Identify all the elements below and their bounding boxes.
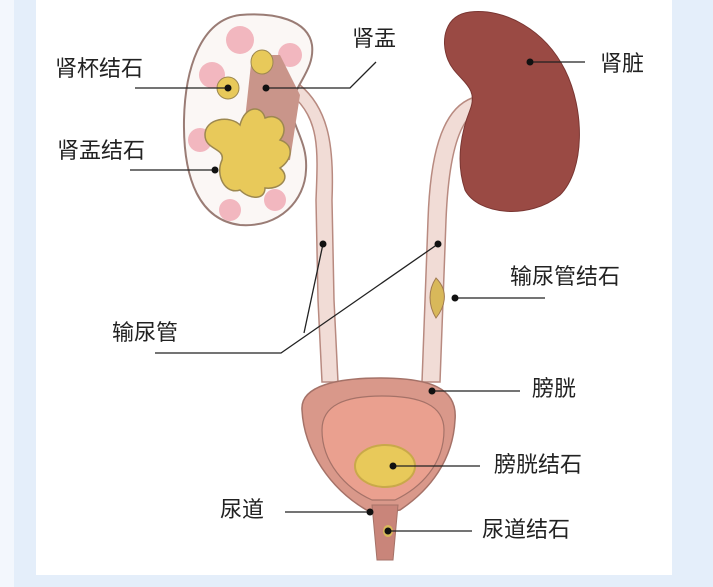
- label-ureter-stone: 输尿管结石: [510, 265, 621, 290]
- calyx-stone-upper: [250, 49, 274, 75]
- label-urethra: 尿道: [220, 498, 265, 523]
- label-ureter: 输尿管: [112, 321, 179, 346]
- ureter-leader-1: [303, 243, 324, 334]
- label-kidney: 肾脏: [600, 52, 645, 77]
- label-bladder-stone: 膀胱结石: [494, 453, 583, 478]
- renal-pelvis-leader: [266, 61, 377, 89]
- label-pelvis-stone: 肾盂结石: [57, 139, 146, 164]
- ureter-stone: [429, 277, 445, 319]
- leader-dots: [211, 58, 534, 535]
- pelvis-stone: [204, 108, 291, 198]
- ureter-leader-2: [155, 243, 439, 354]
- left-border-strip: [0, 0, 14, 587]
- label-urethra-stone: 尿道结石: [482, 518, 571, 543]
- leader-lines: [130, 61, 585, 532]
- label-bladder: 膀胱: [532, 377, 577, 402]
- left-ureter: [290, 83, 339, 383]
- label-renal-pelvis: 肾盂: [352, 27, 397, 52]
- label-calyx-stone: 肾杯结石: [55, 57, 144, 82]
